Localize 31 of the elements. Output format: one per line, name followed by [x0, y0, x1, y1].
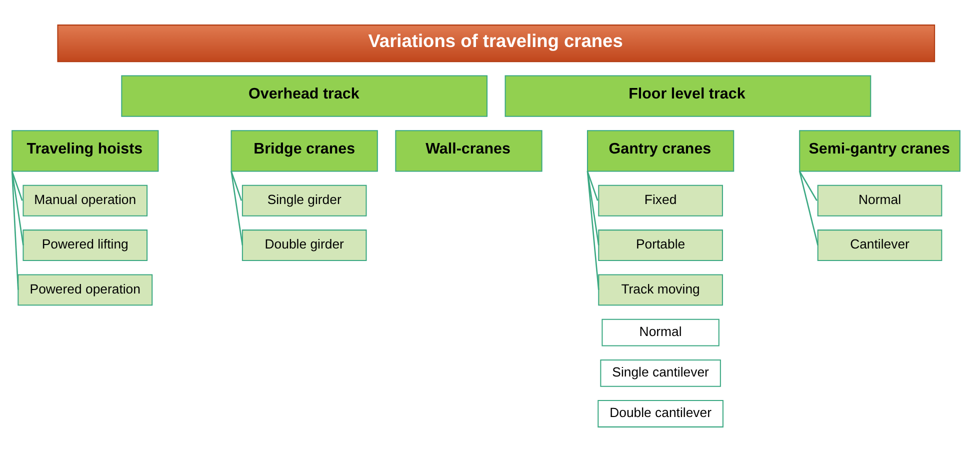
- node-box: Double cantilever: [598, 400, 724, 427]
- connector: [586, 170, 600, 245]
- connector: [11, 170, 19, 290]
- node-box: Double girder: [242, 229, 367, 261]
- node-box: Fixed: [598, 184, 723, 216]
- node-box: Traveling hoists: [12, 130, 159, 172]
- node-box: Cantilever: [817, 229, 942, 261]
- node-box: Overhead track: [121, 74, 488, 116]
- node-box: Wall-cranes: [395, 130, 542, 172]
- connector: [230, 170, 244, 245]
- node-box: Variations of traveling cranes: [57, 24, 936, 62]
- node-box: Gantry cranes: [586, 130, 734, 172]
- node-box: Track moving: [598, 274, 723, 306]
- node-box: Single girder: [242, 184, 367, 216]
- node-box: Floor level track: [504, 74, 872, 116]
- connector: [11, 170, 23, 200]
- node-box: Semi-gantry cranes: [799, 130, 960, 172]
- connector: [11, 170, 24, 245]
- node-box: Powered operation: [18, 274, 153, 306]
- node-box: Normal: [817, 184, 942, 216]
- connector: [586, 170, 600, 290]
- connector: [799, 170, 818, 200]
- node-box: Single cantilever: [600, 358, 721, 386]
- node-box: Bridge cranes: [230, 130, 378, 172]
- connector: [230, 170, 242, 200]
- node-box: Portable: [598, 229, 723, 261]
- node-box: Manual operation: [22, 184, 148, 216]
- node-box: Normal: [602, 318, 720, 346]
- node-box: Powered lifting: [22, 229, 148, 261]
- connector: [798, 170, 818, 245]
- connector: [586, 170, 598, 200]
